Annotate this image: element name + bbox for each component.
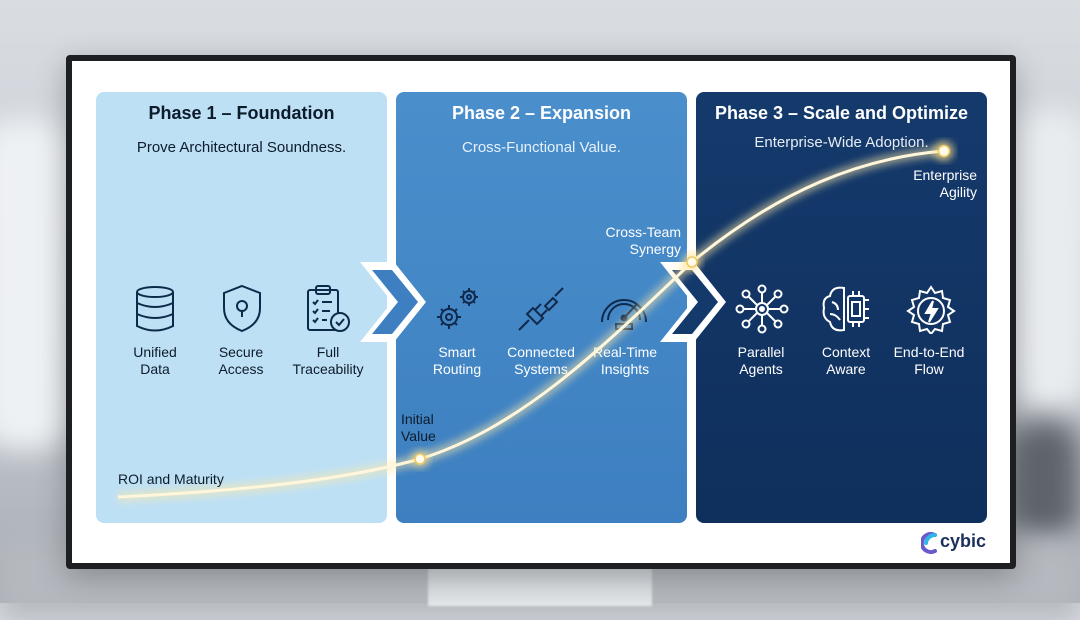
gears-icon <box>437 288 478 329</box>
monitor-stand <box>428 566 652 606</box>
phase-3-title: Phase 3 – Scale and Optimize <box>714 103 969 123</box>
phase-1-subtitle: Prove Architectural Soundness. <box>136 139 347 156</box>
brand-name: cybic <box>940 531 987 551</box>
phase-2-title: Phase 2 – Expansion <box>451 103 632 123</box>
brand-logo-icon <box>921 532 937 554</box>
chevron-right-icon <box>360 262 426 342</box>
phase-2-subtitle: Cross-Functional Value. <box>462 139 621 156</box>
phase-3-subtitle: Enterprise-Wide Adoption. <box>754 134 929 151</box>
phase-1-title: Phase 1 – Foundation <box>148 103 335 123</box>
database-icon <box>136 286 174 332</box>
background-window <box>1010 110 1080 410</box>
clipboard-check-icon <box>307 285 350 332</box>
gear-bolt-icon <box>906 285 956 334</box>
curve-axis-label: ROI and Maturity <box>118 471 224 487</box>
shield-lock-icon <box>223 284 261 333</box>
background-window <box>0 120 70 450</box>
brain-chip-icon <box>822 286 869 332</box>
phase-3-panel <box>696 92 987 523</box>
roi-growth-curve <box>117 141 954 502</box>
background-shelf <box>1010 420 1080 540</box>
plug-icon <box>518 287 564 331</box>
network-icon <box>735 284 789 334</box>
